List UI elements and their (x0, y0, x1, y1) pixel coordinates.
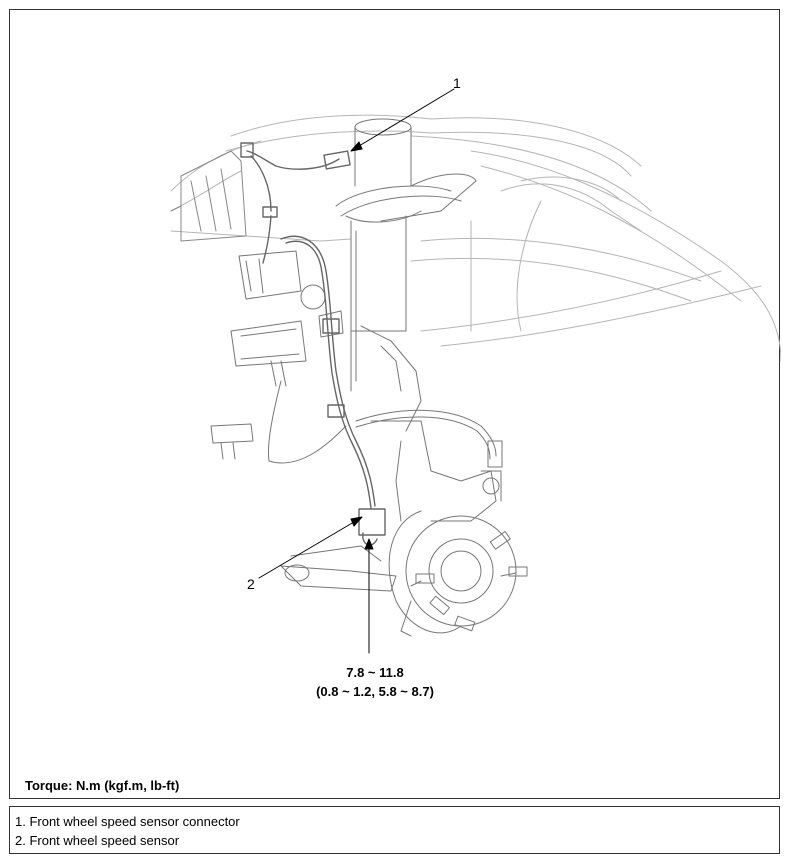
leader-lines (258, 88, 455, 654)
torque-conversions: (0.8 ~ 1.2, 5.8 ~ 8.7) (316, 684, 434, 699)
callout-number-1: 1 (453, 75, 461, 91)
sensor-harness (240, 142, 386, 546)
torque-arrowhead (364, 538, 374, 550)
suspension-illustration (170, 88, 781, 654)
callout-1-leader (353, 88, 455, 150)
torque-spec: 7.8 ~ 11.8 (0.8 ~ 1.2, 5.8 ~ 8.7) (300, 663, 450, 701)
frame-rail (170, 150, 247, 242)
brake-hose (210, 320, 503, 468)
callout-2-leader (258, 518, 360, 579)
torque-metric: 7.8 ~ 11.8 (346, 665, 404, 680)
legend-box: 1. Front wheel speed sensor connector 2.… (9, 806, 780, 854)
knuckle-hub (280, 420, 528, 637)
callout-1-arrowhead (350, 141, 363, 152)
diagram-frame: 1 2 7.8 ~ 11.8 (0.8 ~ 1.2, 5.8 ~ 8.7) To… (9, 9, 781, 799)
body-panel-lines (170, 114, 781, 362)
legend-item: 2. Front wheel speed sensor (15, 833, 180, 848)
strut-assembly (335, 118, 477, 432)
callout-2-arrowhead (350, 516, 363, 527)
callout-number-2: 2 (247, 576, 255, 592)
torque-units-note: Torque: N.m (kgf.m, lb-ft) (25, 778, 180, 793)
legend-item: 1. Front wheel speed sensor connector (15, 814, 240, 829)
